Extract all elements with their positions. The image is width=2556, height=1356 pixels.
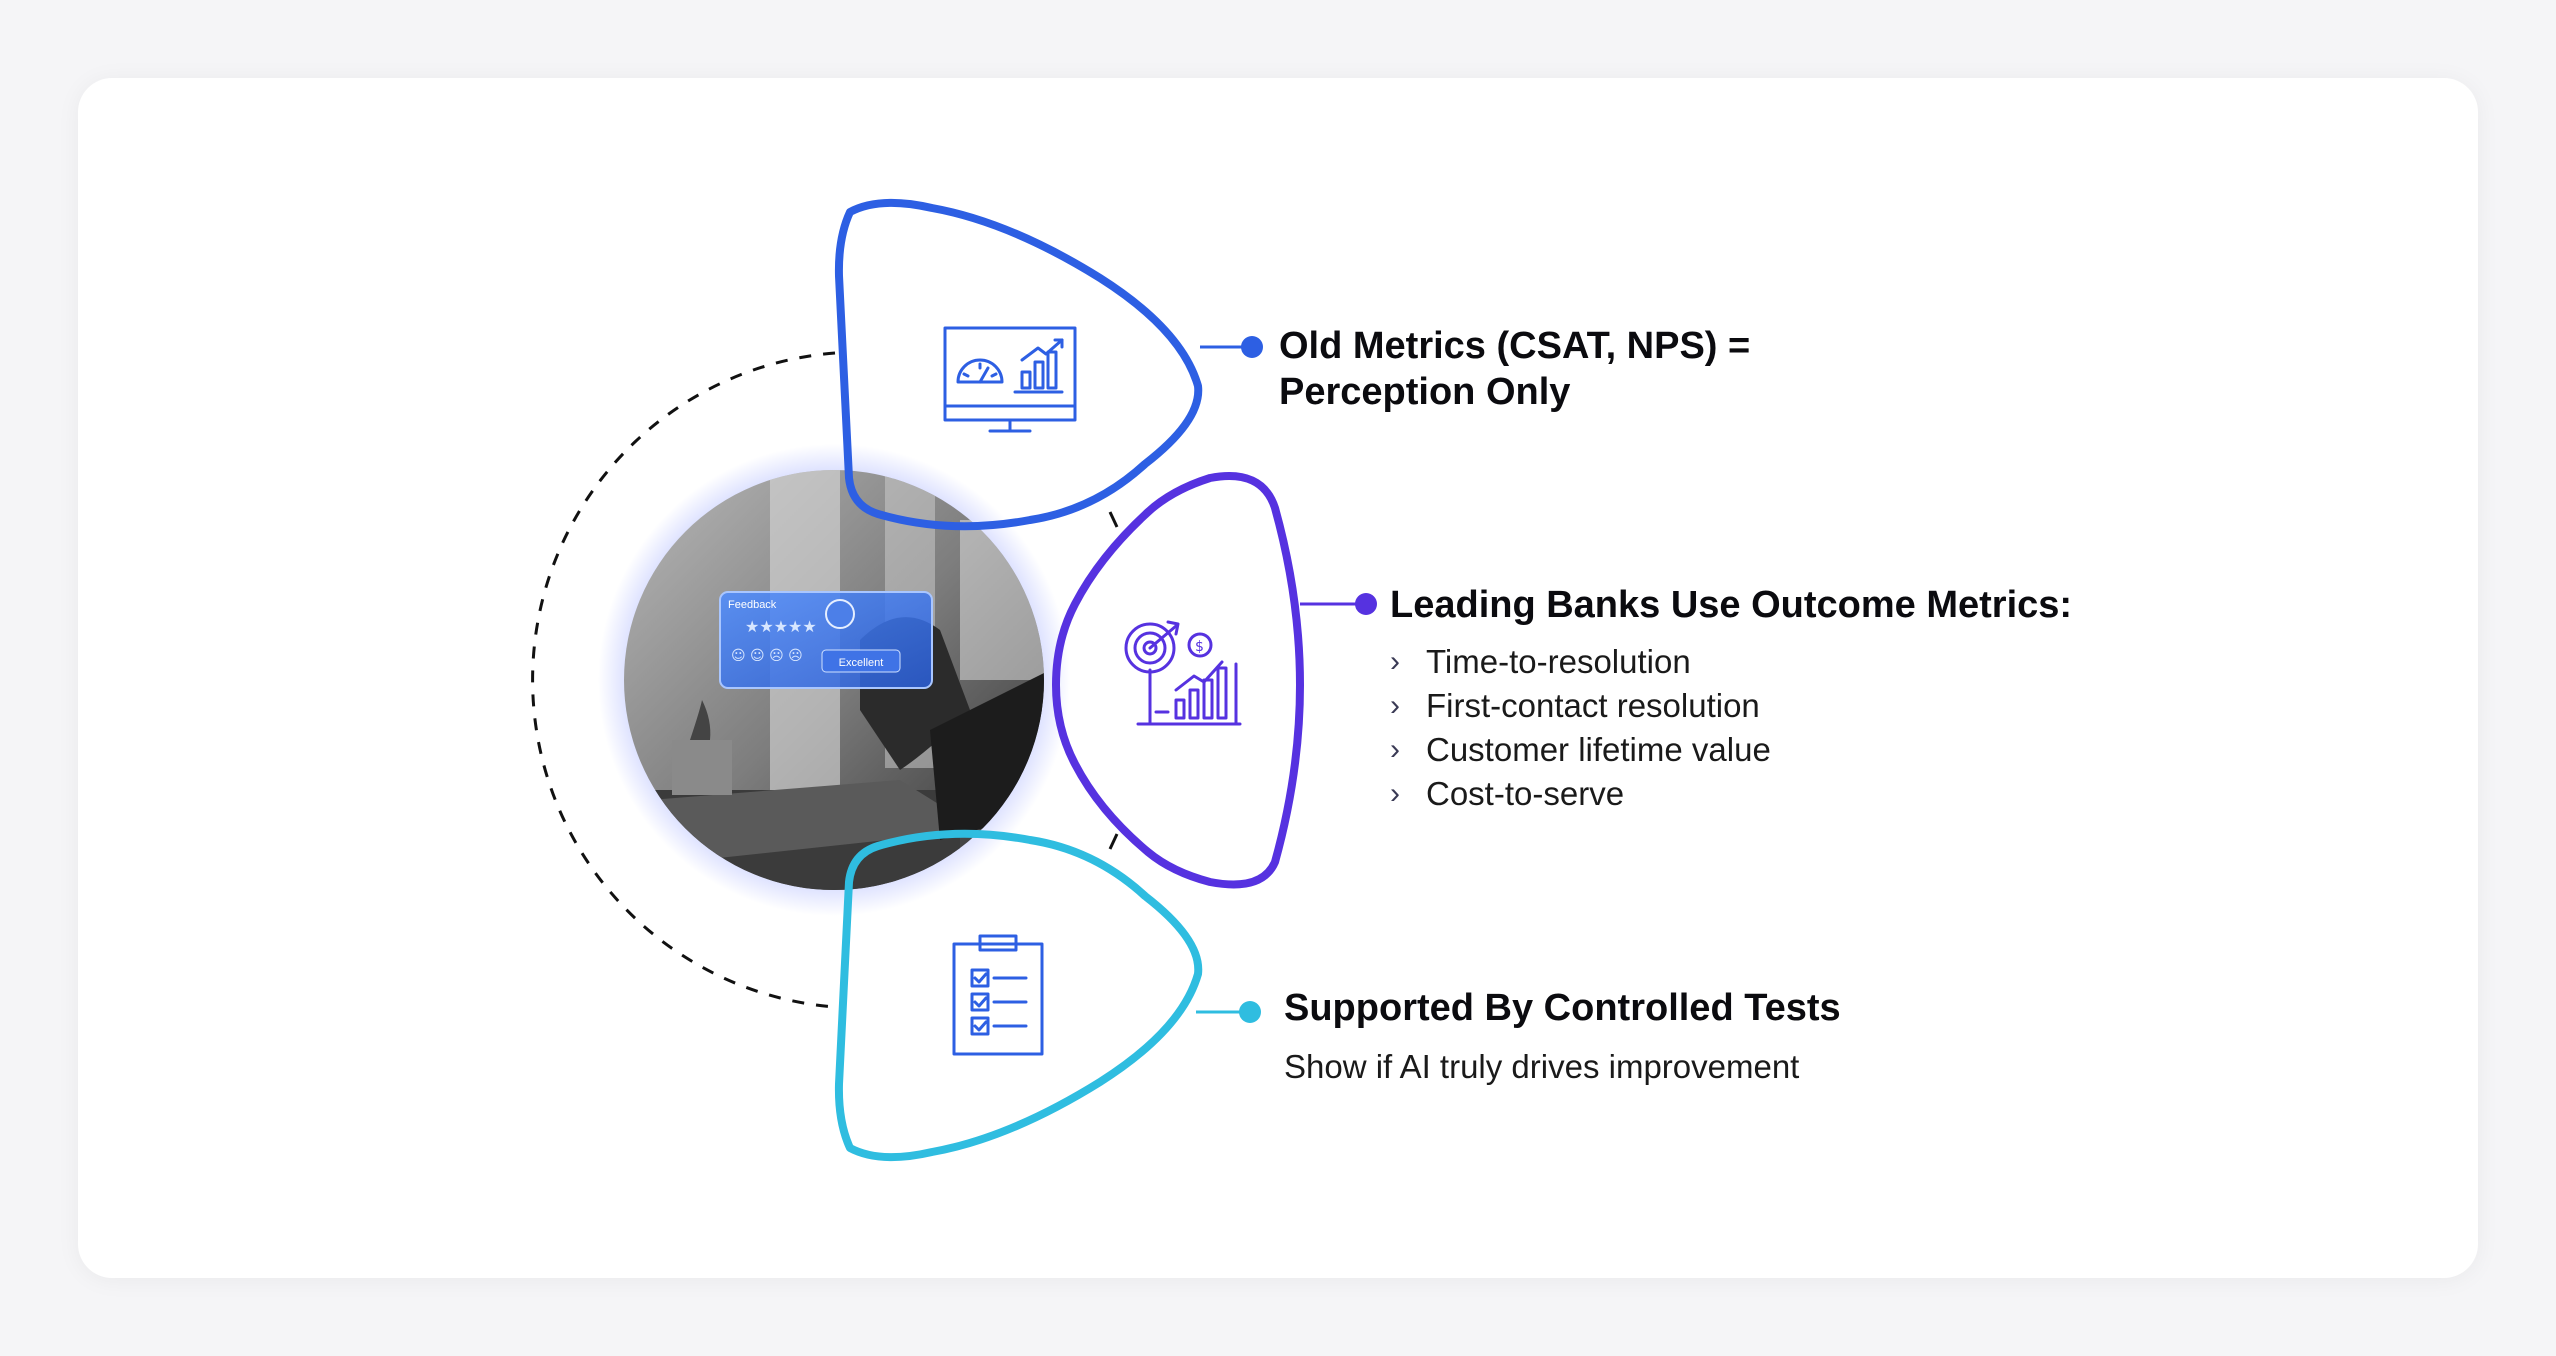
list-item: › Customer lifetime value	[1390, 728, 2190, 772]
excellent-button	[821, 649, 901, 673]
bullet-label: Time-to-resolution	[1426, 643, 1691, 680]
petal-outcome-metrics	[1052, 472, 1304, 889]
bullet-label: Cost-to-serve	[1426, 775, 1625, 812]
section-controlled-tests: Supported By Controlled Tests Show if AI…	[1284, 985, 1984, 1089]
section-outcome-metrics: Leading Banks Use Outcome Metrics: › Time…	[1390, 582, 2190, 816]
connector-dot-2	[1355, 593, 1377, 615]
chevron-right-icon: ›	[1390, 645, 1400, 678]
section-old-metrics: Old Metrics (CSAT, NPS) = Perception Onl…	[1279, 323, 1879, 415]
list-item: › Cost-to-serve	[1390, 772, 2190, 816]
list-item: › Time-to-resolution	[1390, 640, 2190, 684]
chevron-right-icon: ›	[1390, 777, 1400, 810]
clipboard-checklist-icon	[952, 934, 1044, 1056]
controlled-tests-title: Supported By Controlled Tests	[1284, 987, 1841, 1029]
monitor-gauge-chart-icon	[943, 326, 1077, 433]
petal-controlled-tests	[834, 829, 1203, 1162]
chevron-right-icon: ›	[1390, 689, 1400, 722]
connector-dot-1	[1241, 336, 1263, 358]
connector-dot-3	[1239, 1001, 1261, 1023]
feedback-glass-card: Feedback ★★★★★ ☺ ☺ ☹ ☹ Excellent	[719, 591, 933, 689]
outcome-metrics-list: › Time-to-resolution › First-contact resol…	[1390, 640, 2190, 816]
smiley-icon	[825, 599, 855, 629]
controlled-tests-subtitle: Show if AI truly drives improvement	[1284, 1048, 1800, 1085]
list-item: › First-contact resolution	[1390, 684, 2190, 728]
excellent-button-label: Excellent	[839, 657, 884, 669]
bullet-label: Customer lifetime value	[1426, 731, 1771, 768]
bullet-label: First-contact resolution	[1426, 687, 1760, 724]
petal-connector-top	[1108, 511, 1119, 528]
svg-text:$: $	[1195, 639, 1204, 655]
dashed-arc	[531, 351, 836, 1009]
svg-text:☺ ☺ ☹ ☹: ☺ ☺ ☹ ☹	[731, 648, 803, 664]
petal-old-metrics	[834, 198, 1203, 531]
feedback-card-title: Feedback	[728, 599, 777, 611]
outcome-metrics-title: Leading Banks Use Outcome Metrics:	[1390, 584, 2073, 626]
diagram-card	[78, 78, 2478, 1278]
rating-stars: ★★★★★	[745, 617, 817, 636]
chevron-right-icon: ›	[1390, 733, 1400, 766]
old-metrics-title: Old Metrics (CSAT, NPS) = Perception Onl…	[1279, 325, 1751, 413]
petal-connector-bottom	[1108, 833, 1119, 850]
target-dollar-chart-icon: $	[1124, 620, 1242, 726]
